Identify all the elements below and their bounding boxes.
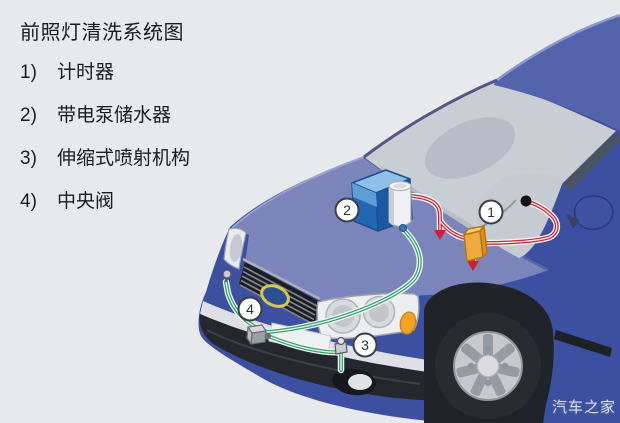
- door-molding: [554, 330, 612, 357]
- legend-item-1-label: 计时器: [57, 62, 115, 83]
- right-a-pillar: [562, 131, 620, 191]
- lug-holes: [467, 345, 509, 387]
- legend-item-1: 1) 计时器: [20, 62, 190, 83]
- legend-item-4-number: 4): [20, 191, 37, 212]
- callout-3-number: 3: [361, 337, 369, 353]
- legend-item-3-label: 伸缩式喷射机构: [57, 148, 191, 169]
- callout-2-number: 2: [343, 202, 351, 218]
- callout-1: 1: [478, 199, 504, 225]
- page-title: 前照灯清洗系统图: [20, 22, 184, 44]
- callout-3: 3: [352, 332, 378, 358]
- spray-nozzle-icon: [334, 336, 348, 355]
- dash-switch-dot: [520, 195, 532, 207]
- legend-item-3: 3) 伸缩式喷射机构: [20, 148, 190, 169]
- callout-2: 2: [334, 197, 360, 223]
- power-cable-red: [403, 192, 561, 267]
- flow-arrow-2: [467, 261, 479, 271]
- legend-item-4: 4) 中央阀: [20, 191, 190, 212]
- watermark: 汽车之家: [551, 399, 616, 416]
- legend-item-1-number: 1): [20, 62, 37, 83]
- wheel-hub: [476, 354, 500, 378]
- mirror-stalk: [566, 214, 580, 229]
- hood-crease-highlight: [231, 156, 365, 229]
- legend-item-2-label: 带电泵储水器: [57, 105, 172, 126]
- roofline-highlight: [496, 13, 620, 82]
- central-valve-icon: [246, 324, 272, 345]
- fog-lamp: [348, 374, 372, 390]
- callout-1-number: 1: [487, 204, 495, 220]
- turn-indicator: [399, 311, 417, 335]
- grille-badge: [260, 284, 290, 308]
- left-a-pillar: [363, 78, 498, 159]
- legend: 前照灯清洗系统图 1) 计时器 2) 带电泵储水器 3) 伸缩式喷射机构 4) 中央阀: [20, 22, 190, 234]
- windshield: [364, 80, 616, 258]
- bumper-highlight: [206, 329, 421, 385]
- grille-chrome-edge: [242, 257, 321, 301]
- hood: [232, 157, 548, 301]
- callout-4: 4: [237, 296, 263, 322]
- legend-item-4-label: 中央阀: [57, 191, 115, 212]
- reservoir-outlet: [399, 224, 407, 232]
- legend-item-3-number: 3): [20, 148, 37, 169]
- reservoir-pump-unit-icon: [351, 169, 413, 232]
- side-mirror: [574, 195, 614, 231]
- headlight-washer-nozzle-icon: [222, 269, 232, 283]
- legend-item-2-number: 2): [20, 105, 37, 126]
- timer-unit-icon: [463, 225, 488, 262]
- callout-4-number: 4: [246, 301, 254, 317]
- flow-arrow-1: [434, 230, 446, 240]
- legend-item-2: 2) 带电泵储水器: [20, 105, 190, 126]
- car-roof: [494, 15, 620, 131]
- left-headlight-lens: [229, 234, 243, 262]
